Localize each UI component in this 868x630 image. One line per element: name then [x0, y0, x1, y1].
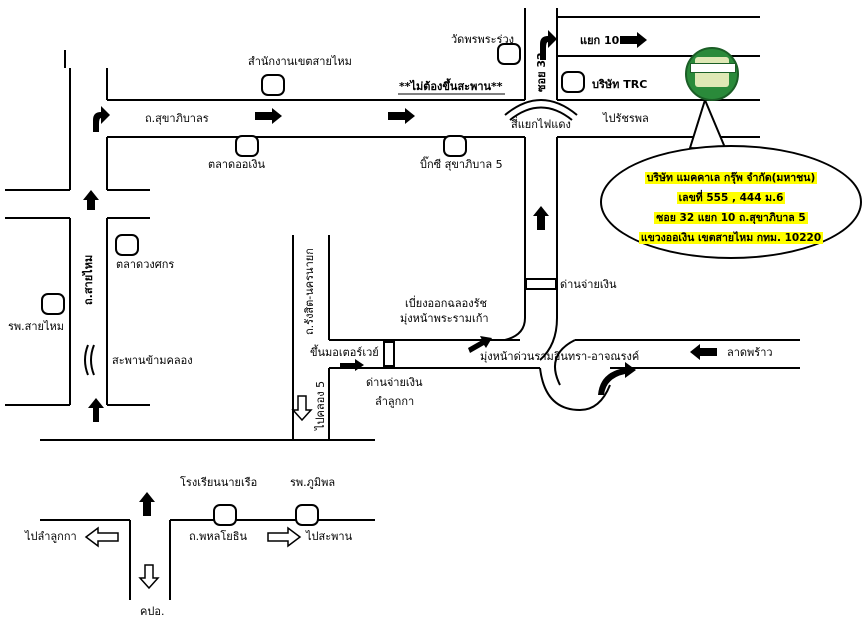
label-ladprao: ลาดพร้าว	[727, 346, 773, 359]
outline-arrows	[84, 395, 313, 590]
road-label-phahon: ถ.พหลโยธิน	[189, 530, 247, 543]
company-address-bubble: บริษัท แมคคาเล กรุ๊พ จำกัด(มหาชน) เลขที่…	[600, 145, 862, 259]
label-junction: สี่แยกไฟแดง	[511, 118, 571, 131]
label-hospital-saimai: รพ.สายไหม	[8, 320, 65, 333]
label-talat-wongsakorn: ตลาดวงศกร	[116, 258, 175, 271]
label-kpo: คปอ.	[140, 605, 165, 618]
label-district-office: สำนักงานเขตสายไหม	[248, 55, 352, 68]
road-lines	[5, 8, 800, 600]
road-label-soi32: ซอย 32	[535, 52, 548, 92]
direction-arrows	[83, 30, 717, 516]
toll-booth-icon	[383, 341, 395, 367]
company-address-number: เลขที่ 555 , 444 ม.6	[676, 192, 786, 204]
company-address-soi: ซอย 32 แยก 10 ถ.สุขาภิบาล 5	[654, 212, 808, 224]
label-bigc: บิ๊กซี สุขาภิบาล 5	[420, 158, 503, 171]
label-toll-oengoen: ด่านจ่ายเงิน	[560, 278, 617, 291]
road-label-sukhaphiban: ถ.สุขาภิบาลร	[145, 112, 209, 125]
label-talat-oengoen: ตลาดออเงิน	[208, 158, 266, 171]
label-to-lumlukka: ไปลำลูกกา	[25, 530, 77, 543]
label-to-saphan: ไปสะพาน	[306, 530, 353, 543]
company-logo-icon	[685, 47, 739, 101]
company-name: บริษัท แมคคาเล กรุ๊พ จำกัด(มหาชน)	[644, 172, 818, 184]
label-pirat: ไปรัชรพล	[603, 112, 649, 125]
label-bhumibol: รพ.ภูมิพล	[290, 476, 336, 489]
label-head-ram: มุ่งหน้าพระรามเก้า	[400, 312, 489, 325]
landmark-icons	[41, 43, 585, 526]
label-wat: วัดพรพระร่วง	[451, 33, 515, 46]
label-trc: บริษัท TRC	[592, 78, 648, 91]
label-yaek10: แยก 10	[580, 34, 620, 47]
label-khlong5: ไปคลอง 5	[314, 380, 327, 430]
label-head-ramintra: มุ่งหน้าด่วนรามอินทรา-อาจณรงค์	[480, 350, 640, 363]
label-lumlukka-place: ลำลูกกา	[375, 395, 415, 408]
label-toll-lumlukka: ด่านจ่ายเงิน	[366, 376, 423, 389]
label-express-entry: ขึ้นมอเตอร์เวย์	[310, 346, 379, 359]
label-school: โรงเรียนนายเรือ	[180, 476, 258, 489]
road-label-rangsit: ถ.รังสิต-นครนายก	[303, 248, 316, 335]
road-label-saimai: ถ.สายไหม	[82, 254, 95, 305]
label-bridge: สะพานข้ามคลอง	[112, 354, 193, 367]
company-address-district: แขวงออเงิน เขตสายไหม กทม. 10220	[638, 232, 824, 244]
label-no-bridge: **ไม่ต้องขึ้นสะพาน**	[399, 80, 503, 93]
toll-booth-icon	[525, 278, 557, 290]
label-exit-chalongrat: เบี่ยงออกฉลองรัช	[405, 297, 488, 310]
